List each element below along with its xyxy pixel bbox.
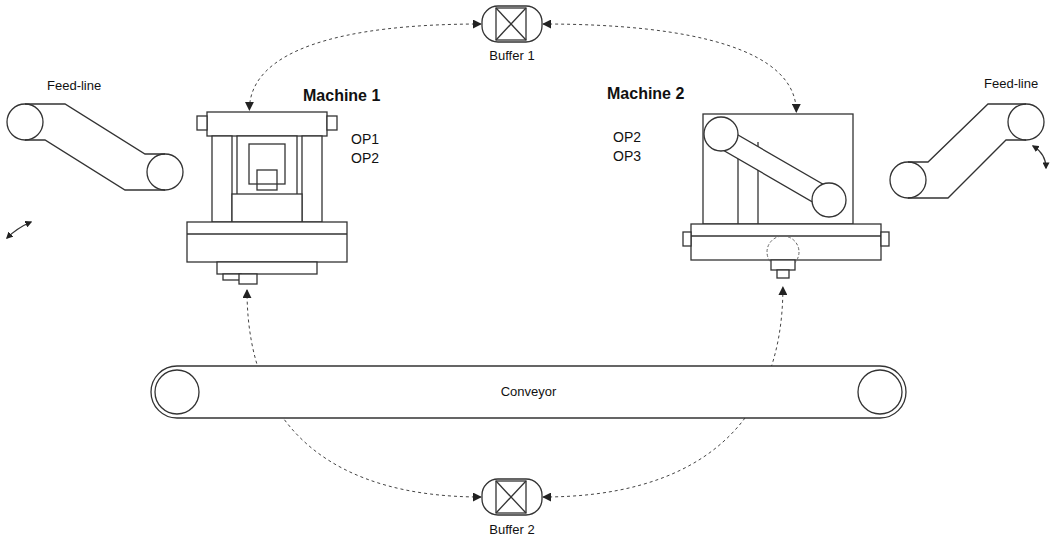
node-label: Buffer 1	[471, 48, 553, 64]
operation-list: OP2 OP3	[611, 128, 643, 166]
feed-line: Feed-line	[888, 92, 1050, 204]
machine: Machine 1OP1 OP2	[187, 110, 347, 290]
buffer-drawing	[481, 478, 543, 516]
node-label: Machine 2	[607, 84, 684, 103]
conveyor: Conveyor	[150, 365, 907, 420]
buffer: Buffer 1	[481, 5, 543, 43]
machine: Machine 2OP2 OP3	[683, 112, 889, 287]
feed-line: Feed-line	[5, 100, 205, 200]
node-label: Feed-line	[984, 76, 1038, 92]
node-label: Buffer 2	[471, 522, 553, 538]
buffer: Buffer 2	[481, 478, 543, 516]
feed-line-drawing	[888, 92, 1050, 204]
node-label: Conveyor	[150, 384, 907, 400]
buffer-drawing	[481, 5, 543, 43]
material-flow-line	[249, 24, 481, 110]
machine-drawing	[187, 110, 347, 290]
node-label: Machine 1	[303, 86, 380, 105]
operation-list: OP1 OP2	[349, 130, 381, 168]
material-flow-line	[543, 24, 796, 112]
machine-drawing	[683, 112, 889, 287]
feed-line-drawing	[5, 100, 205, 200]
node-label: Feed-line	[47, 78, 101, 94]
